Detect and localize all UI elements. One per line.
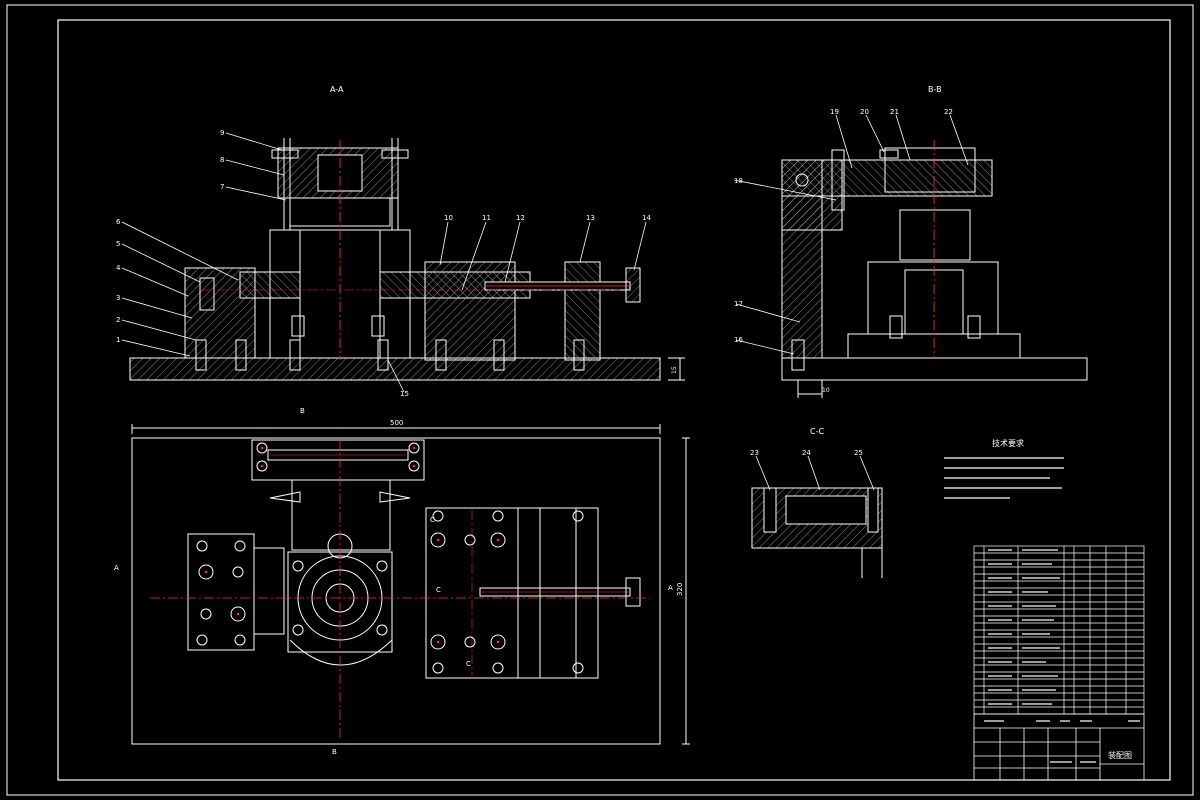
- balloon-3: 3: [116, 294, 120, 302]
- title-block-text-fills: [984, 720, 1140, 763]
- technical-requirements: 技术要求: [944, 438, 1064, 499]
- balloon-23: 23: [750, 449, 759, 457]
- balloon-20: 20: [860, 108, 869, 116]
- mark-b-top: B: [300, 407, 305, 415]
- plan-section-marks: B B A A C C C: [114, 407, 673, 756]
- inner-frame: [57, 19, 1171, 781]
- balloon-5: 5: [116, 240, 120, 248]
- section-bb-view: B-B 10: [781, 85, 1088, 398]
- outer-border: [6, 4, 1194, 796]
- parts-list-fills: [988, 549, 1060, 705]
- drawing-name: 装配图: [1108, 750, 1132, 760]
- cc-balloon-labels: 23 24 25: [750, 449, 863, 457]
- balloon-13: 13: [586, 214, 595, 222]
- aa-balloon-labels: 9 8 7 6 5 4 3 2 1 10 11 12 13 14 15: [116, 129, 651, 398]
- plan-hole-centers: [204, 446, 500, 644]
- plan-height-dim: 320: [676, 583, 684, 596]
- section-bb-label: B-B: [928, 85, 942, 94]
- mark-b-bottom: B: [332, 748, 337, 756]
- balloon-10: 10: [444, 214, 453, 222]
- title-block: [973, 713, 1145, 781]
- mark-c-bottom: C: [466, 660, 471, 668]
- balloon-6: 6: [116, 218, 121, 226]
- balloon-15: 15: [400, 390, 409, 398]
- balloon-21: 21: [890, 108, 899, 116]
- plan-width-dim: 500: [390, 419, 403, 427]
- balloon-25: 25: [854, 449, 863, 457]
- balloon-22: 22: [944, 108, 953, 116]
- balloon-9: 9: [220, 129, 224, 137]
- cc-leaders: [755, 455, 875, 491]
- aa-height-dim: 15: [671, 366, 678, 374]
- balloon-4: 4: [116, 264, 121, 272]
- balloon-18: 18: [734, 177, 743, 185]
- balloon-2: 2: [116, 316, 120, 324]
- section-aa-label: A-A: [330, 85, 344, 94]
- bb-leaders: [733, 114, 969, 355]
- plan-view: 500 320: [131, 419, 690, 745]
- balloon-17: 17: [734, 300, 743, 308]
- balloon-8: 8: [220, 156, 224, 164]
- balloon-1: 1: [116, 336, 120, 344]
- section-aa-view: A-A: [129, 85, 685, 381]
- aa-leaders: [121, 132, 647, 393]
- balloon-7: 7: [220, 183, 224, 191]
- balloon-11: 11: [482, 214, 491, 222]
- balloon-12: 12: [516, 214, 525, 222]
- mark-c-top: C: [430, 516, 435, 524]
- parts-list: [973, 545, 1145, 715]
- balloon-24: 24: [802, 449, 811, 457]
- bb-balloon-labels: 19 20 21 22 18 17 16: [734, 108, 953, 344]
- bb-width-dim: 10: [822, 387, 830, 394]
- balloon-14: 14: [642, 214, 651, 222]
- balloon-16: 16: [734, 336, 743, 344]
- mark-c-mid: C: [436, 586, 441, 594]
- section-cc-view: C-C: [751, 427, 883, 578]
- balloon-19: 19: [830, 108, 839, 116]
- mark-a-right: A: [668, 584, 673, 592]
- mark-a-left: A: [114, 564, 119, 572]
- section-cc-label: C-C: [810, 427, 824, 436]
- tech-req-title: 技术要求: [992, 438, 1024, 448]
- plan-holes: [196, 442, 584, 674]
